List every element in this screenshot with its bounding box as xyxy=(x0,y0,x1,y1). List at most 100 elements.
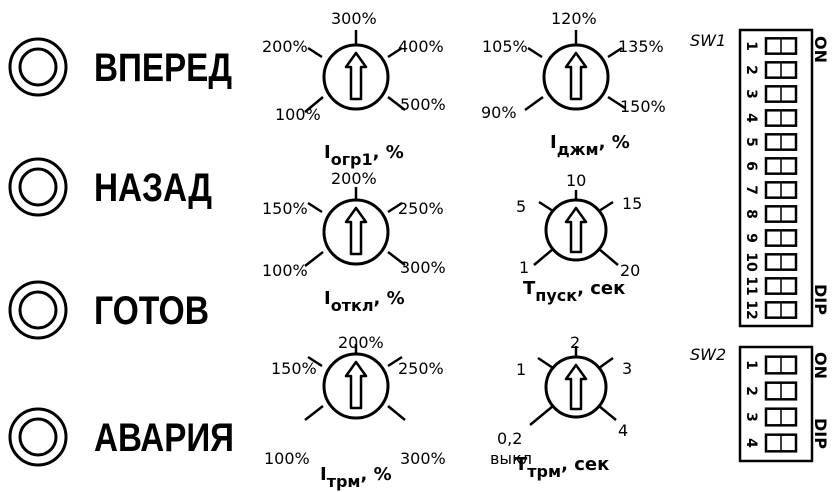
caption-symbol: I xyxy=(550,132,557,153)
dial-tick-label: 2 xyxy=(570,333,580,352)
dial-tick xyxy=(307,355,323,368)
dial-tick xyxy=(307,46,323,59)
dial-tick xyxy=(607,46,623,59)
caption-unit: , сек xyxy=(561,454,609,475)
dial-tick xyxy=(527,46,543,59)
caption-subscript: пуск xyxy=(535,286,577,305)
switch-position-number: 12 xyxy=(743,300,759,319)
led-inner-ring xyxy=(18,290,58,330)
dial-tick xyxy=(307,201,323,214)
dial-tick xyxy=(598,405,617,421)
led-inner-ring xyxy=(18,47,58,87)
caption-unit: , % xyxy=(599,132,630,153)
dial-tick xyxy=(387,355,403,368)
caption-unit: , % xyxy=(373,142,404,163)
dial-tick-label: 90% xyxy=(481,103,517,122)
dial-knob xyxy=(544,198,608,262)
dial-arrow xyxy=(344,51,368,101)
switch-position-number: 2 xyxy=(743,386,759,396)
led-gotov: ГОТОВ xyxy=(8,280,209,340)
dial-tick-label: 100% xyxy=(275,105,321,124)
caption-unit: , % xyxy=(361,464,392,485)
switch-position-number: 1 xyxy=(743,360,759,370)
dial-caption: Iджм, % xyxy=(550,132,630,159)
switch-position-number: 1 xyxy=(743,41,759,51)
caption-symbol: T xyxy=(523,278,536,299)
dial-tick-label: 100% xyxy=(262,261,308,280)
switch-position-number: 4 xyxy=(743,113,759,123)
dial-tick-label: 100% xyxy=(264,449,310,468)
dial-tick-label: 200% xyxy=(338,333,384,352)
switch-title: SW1 xyxy=(690,31,726,50)
dial-knob xyxy=(322,43,390,111)
dial-tick xyxy=(607,95,626,110)
dial-tick xyxy=(537,356,554,370)
dial-tick-label: 105% xyxy=(482,37,528,56)
switch-position-number: 10 xyxy=(743,252,759,272)
dial-tick-label: 150% xyxy=(262,199,308,218)
dial-tick-label: 4 xyxy=(618,421,628,440)
switch-title: SW2 xyxy=(690,345,726,364)
caption-subscript: трм xyxy=(527,462,561,481)
dial-tick xyxy=(529,405,554,426)
dial-tick-label: 250% xyxy=(398,199,444,218)
switch-position-number: 3 xyxy=(743,89,759,99)
dial-tick-label: 0,2 xyxy=(497,429,522,448)
led-outer-ring xyxy=(8,37,68,97)
dial-i-otkl: 100% 150% 200% 250% 300% Iоткл, % xyxy=(262,169,446,315)
dial-knob xyxy=(322,198,390,266)
dial-tick-label: 200% xyxy=(331,169,377,188)
caption-unit: , сек xyxy=(577,278,625,299)
led-label: НАЗАД xyxy=(94,166,212,210)
dial-tick-label: 300% xyxy=(400,258,446,277)
dial-tick xyxy=(387,46,403,59)
dial-tick-label: 500% xyxy=(400,95,446,114)
led-label: ГОТОВ xyxy=(94,289,209,333)
switch-body xyxy=(738,28,814,328)
caption-symbol: T xyxy=(515,454,528,475)
dial-tick-label: 5 xyxy=(516,197,526,216)
dial-tick-label: 150% xyxy=(620,97,666,116)
led-outer-ring xyxy=(8,157,68,217)
caption-symbol: I xyxy=(324,288,331,309)
dial-arrow xyxy=(564,206,588,254)
dial-tick-label: 15 xyxy=(622,194,642,213)
dial-tick-label: 250% xyxy=(398,359,444,378)
led-inner-ring xyxy=(18,167,58,207)
dial-tick-label: 135% xyxy=(618,37,664,56)
switch-position-number: 5 xyxy=(743,137,759,147)
dial-tick xyxy=(304,251,324,267)
switch-position-number: 11 xyxy=(743,276,759,295)
dial-knob xyxy=(322,352,390,420)
dial-tick xyxy=(538,200,554,213)
dial-caption: Tпуск, сек xyxy=(523,278,625,305)
led-avariya: АВАРИЯ xyxy=(8,407,234,467)
dial-arrow xyxy=(344,360,368,410)
led-outer-ring xyxy=(8,407,68,467)
dial-caption: Tтрм, сек xyxy=(515,454,609,481)
led-vpered: ВПЕРЕД xyxy=(8,37,232,97)
dial-tick xyxy=(304,96,324,113)
switch-position-number: 2 xyxy=(743,65,759,75)
dial-i-dzhm: 90% 105% 120% 135% 150% Iджм, % xyxy=(481,9,666,159)
caption-subscript: откл xyxy=(331,296,374,315)
switch-on-label: ON xyxy=(811,352,830,379)
caption-symbol: I xyxy=(320,464,327,485)
dial-tick xyxy=(598,200,614,213)
dial-tick-label: 1 xyxy=(519,258,529,277)
dial-tick-label: 120% xyxy=(551,9,597,28)
dial-arrow xyxy=(564,363,588,411)
switch-position-number: 6 xyxy=(743,161,759,171)
dial-tick xyxy=(533,248,554,266)
dial-tick xyxy=(524,95,544,112)
switch-dip-label: DIP xyxy=(811,418,830,449)
dial-tick xyxy=(387,405,406,421)
switch-dip-label: DIP xyxy=(811,284,830,315)
dial-arrow xyxy=(564,51,588,101)
switch-position-number: 4 xyxy=(743,438,759,448)
dial-tick-label: 300% xyxy=(331,9,377,28)
